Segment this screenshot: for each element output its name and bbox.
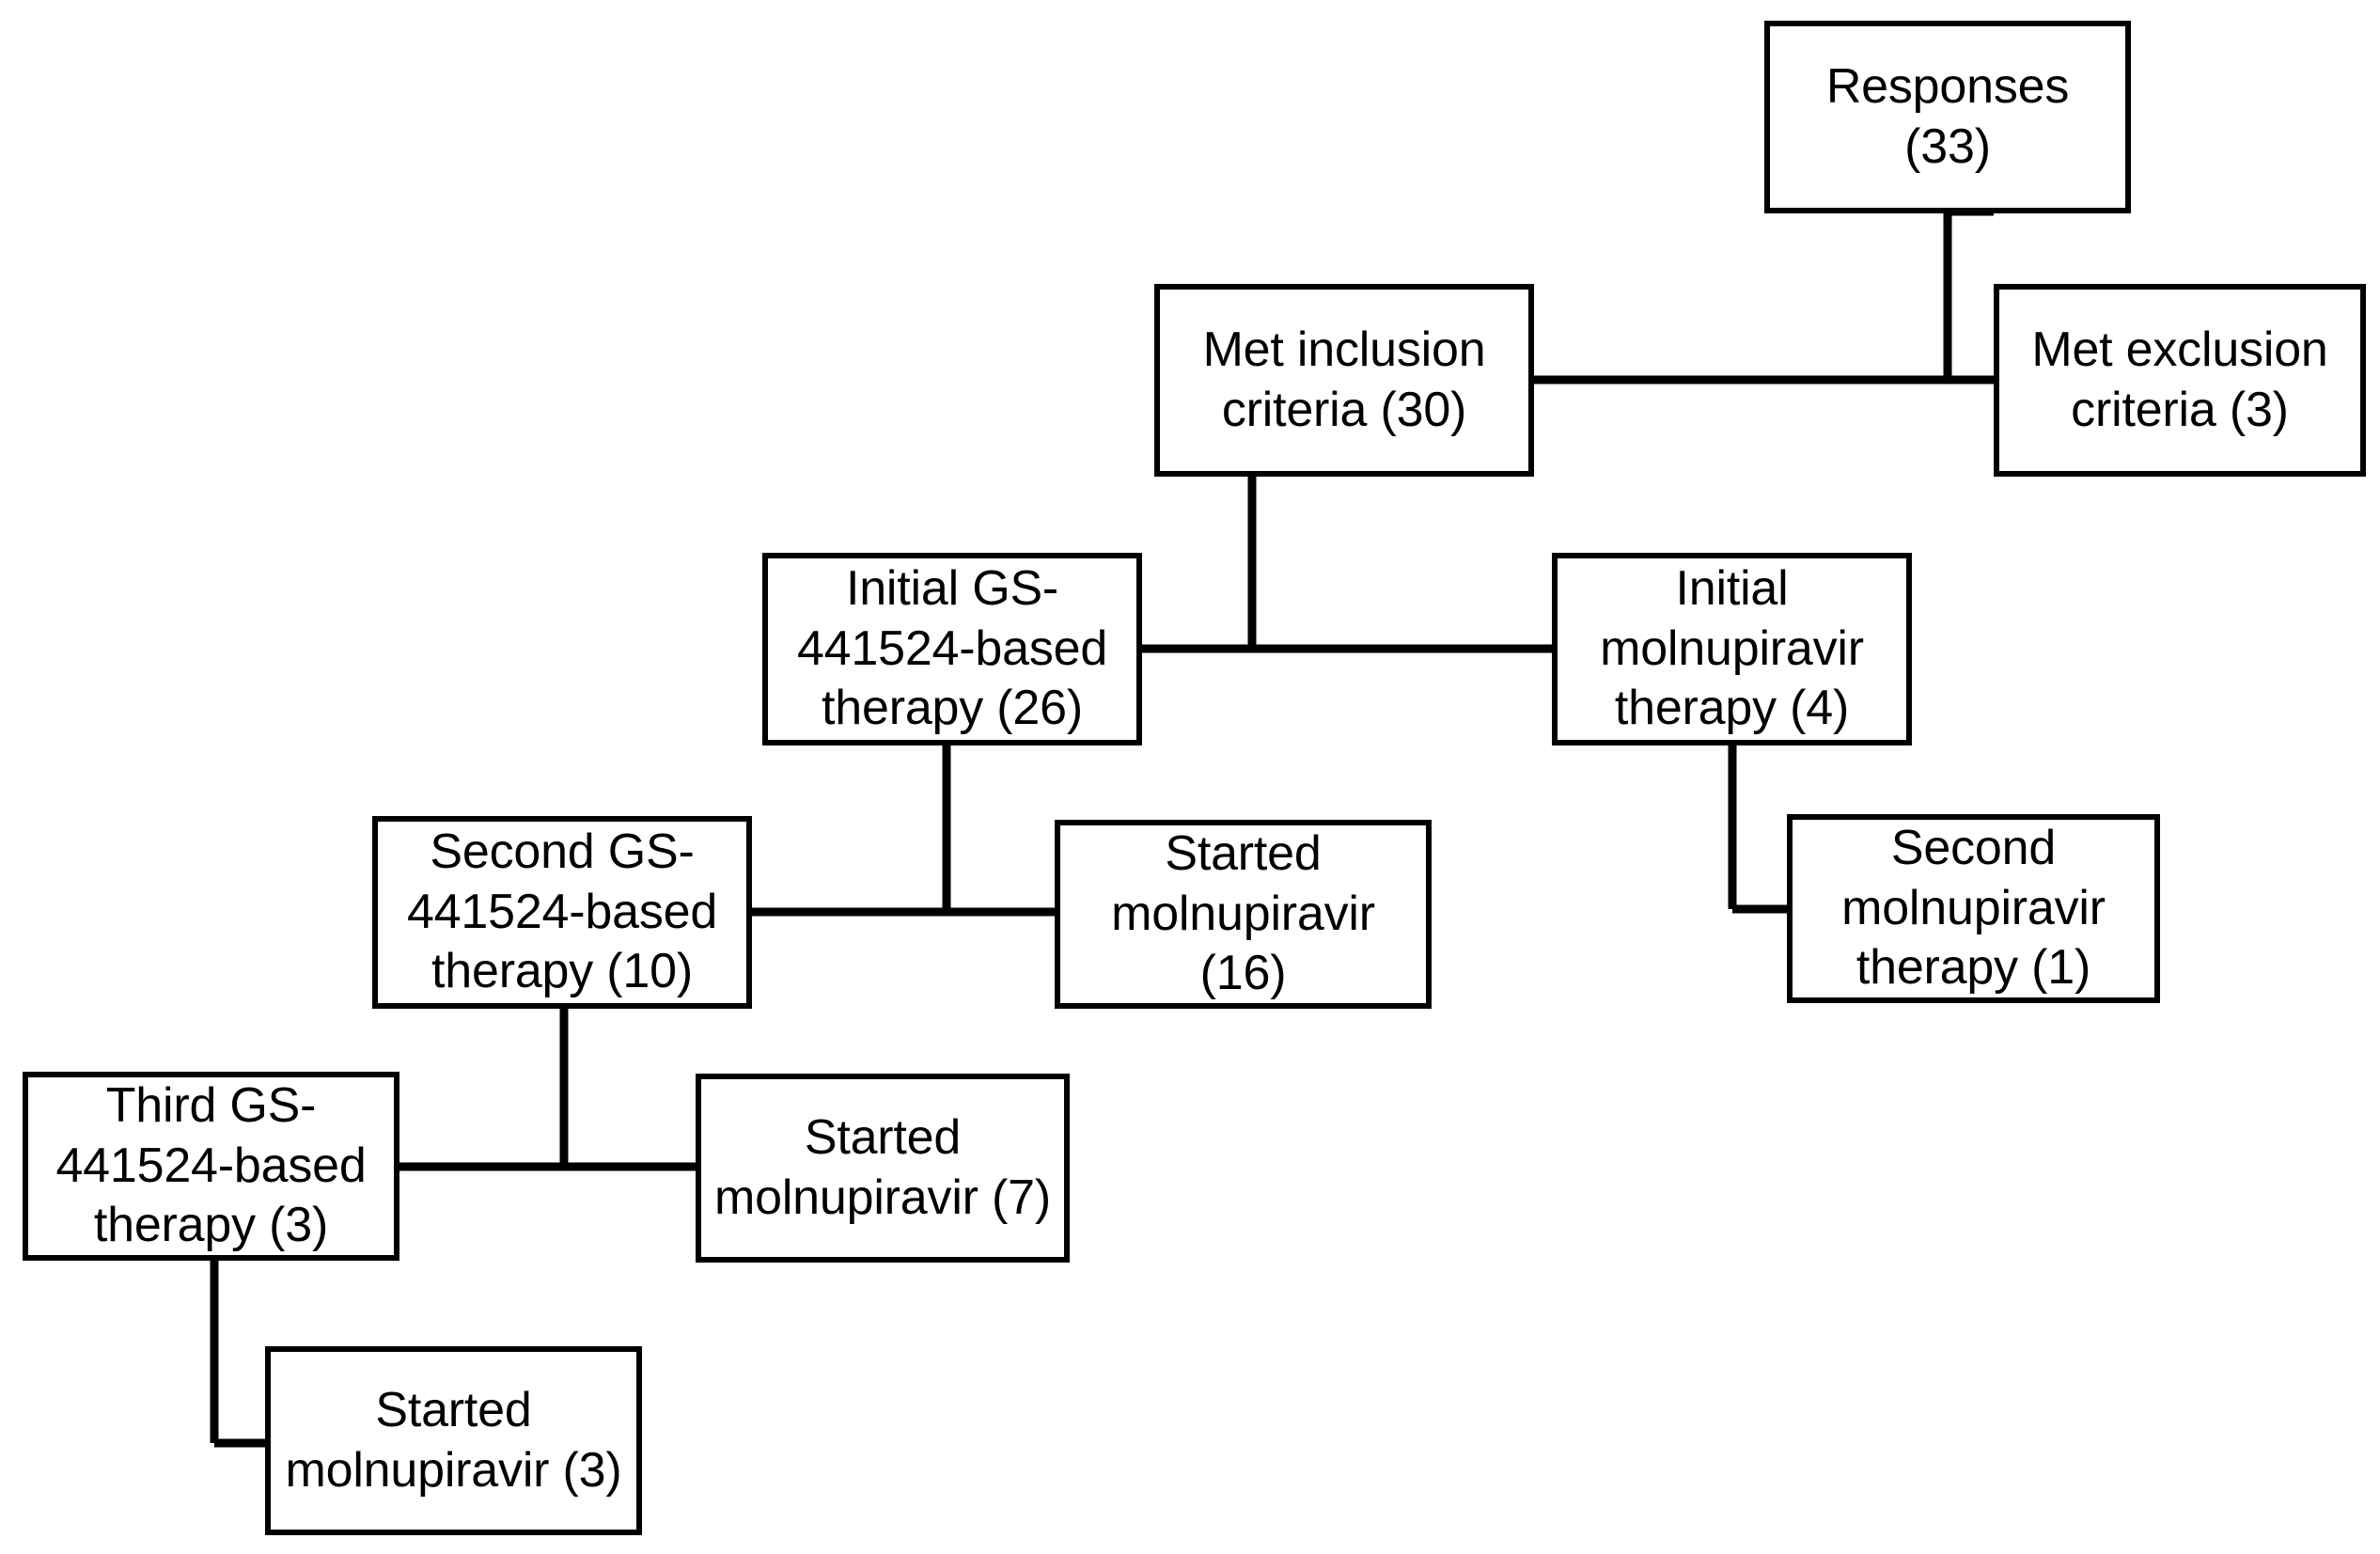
node-started-molnupiravir-16-label: Started molnupiravir (16)	[1111, 826, 1375, 1001]
node-started-molnupiravir-16[interactable]: Started molnupiravir (16)	[1055, 820, 1432, 1009]
node-initial-gs441524-therapy[interactable]: Initial GS- 441524-based therapy (26)	[762, 553, 1142, 746]
node-second-gs441524-therapy[interactable]: Second GS- 441524-based therapy (10)	[372, 816, 752, 1009]
node-initial-molnupiravir-therapy-label: Initial molnupiravir therapy (4)	[1600, 561, 1864, 736]
node-met-inclusion-criteria-label: Met inclusion criteria (30)	[1202, 322, 1486, 437]
node-third-gs441524-therapy-label: Third GS- 441524-based therapy (3)	[55, 1078, 367, 1253]
node-responses-label: Responses (33)	[1825, 59, 2070, 174]
node-started-molnupiravir-3-label: Started molnupiravir (3)	[285, 1383, 622, 1498]
node-started-molnupiravir-7[interactable]: Started molnupiravir (7)	[696, 1074, 1070, 1263]
node-started-molnupiravir-7-label: Started molnupiravir (7)	[713, 1110, 1051, 1225]
node-responses[interactable]: Responses (33)	[1764, 21, 2131, 213]
node-initial-molnupiravir-therapy[interactable]: Initial molnupiravir therapy (4)	[1552, 553, 1912, 746]
node-second-molnupiravir-therapy-label: Second molnupiravir therapy (1)	[1841, 821, 2106, 996]
node-met-inclusion-criteria[interactable]: Met inclusion criteria (30)	[1154, 284, 1534, 477]
node-second-gs441524-therapy-label: Second GS- 441524-based therapy (10)	[406, 824, 718, 999]
node-third-gs441524-therapy[interactable]: Third GS- 441524-based therapy (3)	[23, 1072, 399, 1261]
node-met-exclusion-criteria[interactable]: Met exclusion criteria (3)	[1994, 284, 2366, 477]
node-started-molnupiravir-3[interactable]: Started molnupiravir (3)	[265, 1346, 642, 1535]
node-met-exclusion-criteria-label: Met exclusion criteria (3)	[2031, 322, 2328, 437]
node-initial-gs441524-therapy-label: Initial GS- 441524-based therapy (26)	[796, 561, 1108, 736]
node-second-molnupiravir-therapy[interactable]: Second molnupiravir therapy (1)	[1787, 814, 2160, 1003]
